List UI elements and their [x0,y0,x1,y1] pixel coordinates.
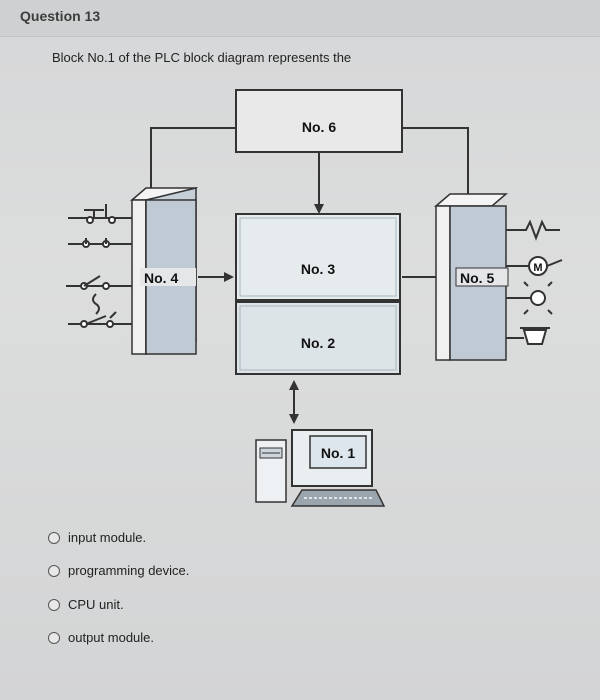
block-no2 [235,301,401,375]
question-text: Block No.1 of the PLC block diagram repr… [52,50,352,65]
question-header: Question 13 [0,0,600,37]
motor-symbol: M [533,262,542,274]
option-output-module[interactable]: output module. [48,630,154,645]
option-label: CPU unit. [68,597,124,612]
block-no3 [235,213,401,301]
option-label: programming device. [68,563,190,578]
arrow-center-down [314,204,324,214]
option-label: output module. [68,630,155,645]
radio-button[interactable] [48,631,60,644]
label-no1: No. 1 [321,445,355,461]
label-no2: No. 2 [301,335,335,351]
block-no6 [235,89,403,153]
option-cpu-unit[interactable]: CPU unit. [48,597,124,612]
label-no6: No. 6 [302,119,336,135]
input-switches [66,204,132,328]
block-no5-front [435,205,451,361]
radio-button[interactable] [48,598,60,611]
label-no4: No. 4 [144,270,178,286]
wire-right [402,127,469,198]
wire-left [150,127,236,190]
question-title: Question 13 [20,8,101,24]
radio-button[interactable] [48,531,60,544]
option-input-module[interactable]: input module. [48,530,146,545]
plc-block-diagram: No. 6 No. 4 No. 3 No. 2 No. 5 [66,89,563,507]
computer-keyboard [290,489,386,507]
option-label: input module. [68,530,147,545]
block-no5-top [433,193,509,207]
computer-tower [255,439,287,503]
label-no5: No. 5 [460,270,494,286]
output-devices [506,219,563,345]
option-programming-device[interactable]: programming device. [48,563,189,578]
label-no3: No. 3 [301,261,335,277]
radio-button[interactable] [48,564,60,577]
